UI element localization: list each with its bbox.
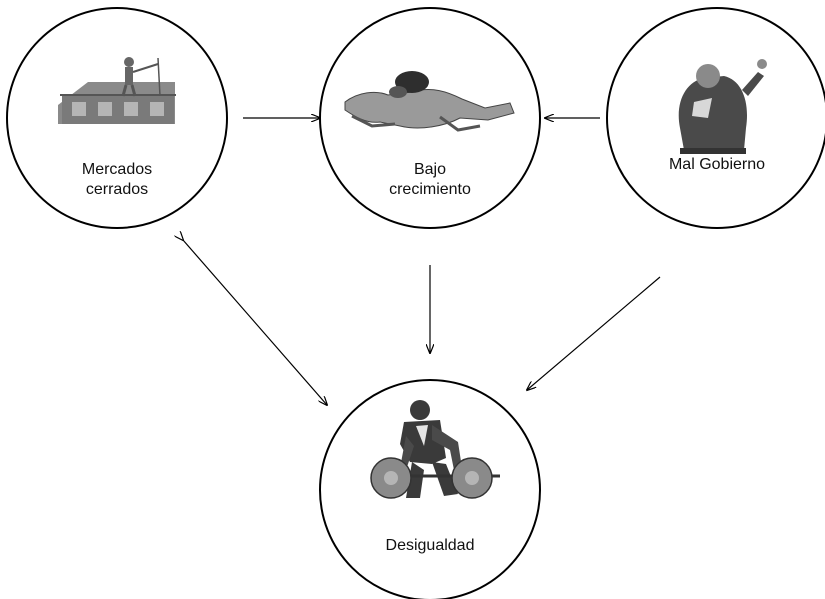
mercados-cerrados-label: Mercados cerrados <box>47 160 187 200</box>
mal-gobierno-label: Mal Gobierno <box>668 156 766 173</box>
bajo-label-line1: Bajo <box>413 161 447 178</box>
edge-mercados-desigualdad-bidirectional <box>183 240 327 405</box>
rooftop-surveyor-icon <box>58 57 176 124</box>
mercados-label-line1: Mercados <box>81 161 153 178</box>
crawling-exhausted-man-icon <box>344 71 515 132</box>
weightlifter-icon <box>370 400 500 499</box>
edge-malgobierno-to-desigualdad <box>527 276 661 390</box>
node-desigualdad <box>319 379 541 599</box>
bajo-label-line2: crecimiento <box>389 181 471 198</box>
mercados-label-line2: cerrados <box>85 181 149 198</box>
angry-politician-icon <box>678 59 767 154</box>
desigualdad-label: Desigualdad <box>385 537 475 554</box>
bajo-crecimiento-label: Bajo crecimiento <box>360 160 500 200</box>
